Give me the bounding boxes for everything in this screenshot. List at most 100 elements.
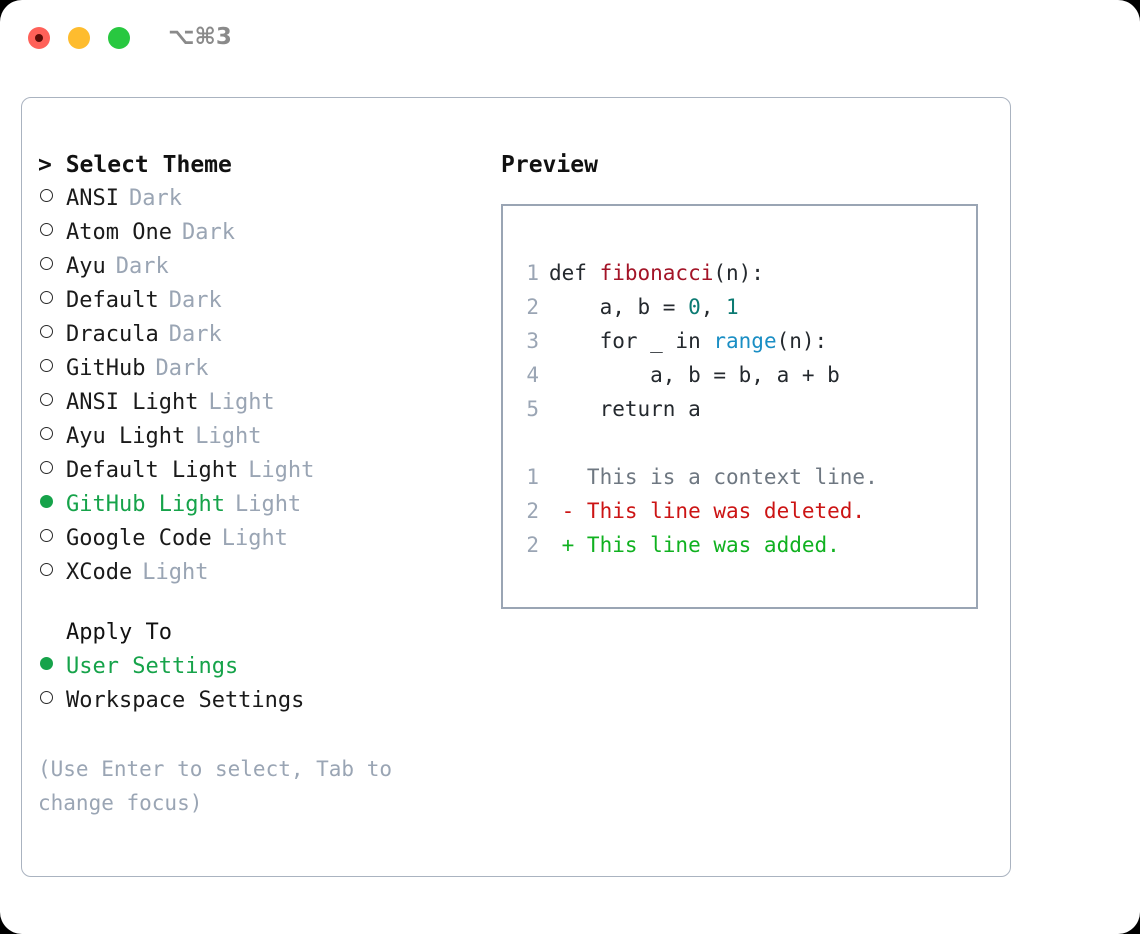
option-variant-tag: Dark: [115, 254, 169, 279]
code-token: a, b =: [549, 295, 689, 319]
apply-to-heading: Apply To: [66, 620, 172, 645]
theme-option-google-code[interactable]: Google Code Light: [38, 522, 468, 556]
radio-dot: [40, 359, 53, 372]
radio-dot: [40, 291, 53, 304]
keyboard-shortcut-label: ⌥⌘3: [168, 24, 232, 50]
line-number: 5: [526, 397, 539, 421]
line-number: 2: [526, 533, 539, 557]
diff-line: 2 - This line was deleted.: [503, 494, 976, 528]
theme-option-dracula[interactable]: Dracula Dark: [38, 318, 468, 352]
minimize-button[interactable]: [68, 27, 90, 49]
line-number: 1: [526, 261, 539, 285]
option-label: GitHub Light: [66, 492, 225, 517]
theme-option-github[interactable]: GitHub Dark: [38, 352, 468, 386]
line-number: 2: [526, 499, 539, 523]
code-token: range: [713, 329, 777, 353]
radio-dot: [40, 223, 53, 236]
code-line: 5 return a: [503, 392, 976, 426]
code-token: ,: [700, 295, 727, 319]
theme-option-ayu[interactable]: Ayu Dark: [38, 250, 468, 284]
code-line: 2 a, b = 0, 1: [503, 290, 976, 324]
option-label: XCode: [66, 560, 133, 585]
radio-dot: [40, 189, 53, 202]
option-label: ANSI Light: [66, 390, 199, 415]
option-variant-tag: Dark: [168, 322, 222, 347]
code-token: for _ in: [549, 329, 714, 353]
option-label: Google Code: [66, 526, 212, 551]
radio-dot: [40, 495, 53, 508]
apply-option-user-settings[interactable]: User Settings: [38, 650, 468, 684]
apply-option-workspace-settings[interactable]: Workspace Settings: [38, 684, 468, 718]
line-number: 1: [526, 465, 539, 489]
line-number: 2: [526, 295, 539, 319]
theme-option-ansi-light[interactable]: ANSI Light Light: [38, 386, 468, 420]
code-line: 1 def fibonacci(n):: [503, 256, 976, 290]
radio-dot: [40, 393, 53, 406]
keyboard-hint-text: (Use Enter to select, Tab to change focu…: [38, 757, 405, 815]
option-variant-tag: Light: [234, 492, 302, 517]
option-variant-tag: Light: [221, 526, 288, 551]
spacer: [503, 426, 976, 460]
diff-text: + This line was added.: [549, 533, 840, 557]
option-label: Dracula: [66, 322, 159, 347]
option-variant-tag: Light: [248, 458, 315, 483]
option-variant-tag: Dark: [128, 186, 182, 211]
spacer: [38, 718, 468, 752]
option-label: Ayu Light: [66, 424, 186, 449]
code-token: fibonacci: [599, 261, 714, 285]
option-variant-tag: Dark: [168, 288, 222, 313]
theme-option-ansi[interactable]: ANSI Dark: [38, 182, 468, 216]
code-token: (n):: [713, 261, 764, 285]
theme-option-atom-one[interactable]: Atom One Dark: [38, 216, 468, 250]
option-label: Atom One: [66, 220, 172, 245]
option-variant-tag: Light: [208, 390, 275, 415]
option-variant-tag: Light: [195, 424, 262, 449]
select-theme-heading: > Select Theme: [38, 152, 232, 178]
radio-dot: [40, 257, 53, 270]
option-label: User Settings: [66, 654, 239, 679]
radio-dot: [40, 563, 53, 576]
option-label: Ayu: [66, 254, 106, 279]
radio-dot: [40, 657, 53, 670]
code-token: def: [549, 261, 600, 285]
diff-text: This is a context line.: [549, 465, 878, 489]
option-label: GitHub: [66, 356, 146, 381]
code-token: a, b = b, a + b: [549, 363, 840, 387]
diff-line: 2 + This line was added.: [503, 528, 976, 562]
window-controls: [28, 27, 130, 49]
code-token: (n):: [776, 329, 828, 353]
close-button[interactable]: [28, 27, 50, 49]
zoom-button[interactable]: [108, 27, 130, 49]
diff-line: 1 This is a context line.: [503, 460, 976, 494]
diff-text: - This line was deleted.: [549, 499, 866, 523]
option-variant-tag: Dark: [155, 356, 209, 381]
theme-option-ayu-light[interactable]: Ayu Light Light: [38, 420, 468, 454]
radio-dot: [40, 691, 53, 704]
code-token: 0: [688, 295, 701, 319]
code-line: 4 a, b = b, a + b: [503, 358, 976, 392]
radio-dot: [40, 325, 53, 338]
preview-heading: Preview: [501, 152, 598, 178]
option-variant-tag: Dark: [181, 220, 235, 245]
line-number: 4: [526, 363, 539, 387]
radio-dot: [40, 529, 53, 542]
diff-sample: 1 This is a context line.2 - This line w…: [503, 460, 976, 562]
option-label: ANSI: [66, 186, 119, 211]
title-bar: ⌥⌘3: [0, 0, 1140, 78]
code-token: 1: [726, 295, 739, 319]
radio-dot: [40, 461, 53, 474]
theme-option-github-light[interactable]: GitHub Light Light: [38, 488, 468, 522]
line-number: 3: [526, 329, 539, 353]
spacer: [38, 590, 468, 616]
code-token: return a: [549, 397, 701, 421]
